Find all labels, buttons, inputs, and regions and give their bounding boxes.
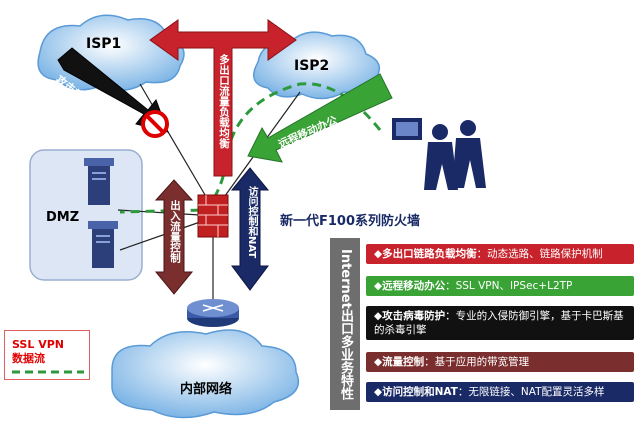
access-control-label: 访问控制和NAT <box>246 186 257 259</box>
feature-body: ：无限链接、NAT配置灵活多样 <box>457 386 605 398</box>
feature-head: 流量控制 <box>382 356 425 368</box>
internal-network-cloud <box>111 329 300 419</box>
server-icon <box>84 158 114 205</box>
feature-body: ：动态选路、链路保护机制 <box>476 248 603 260</box>
feature-head: 攻击病毒防护 <box>382 310 446 322</box>
panel-title-background <box>330 238 360 410</box>
legend-dash-line <box>12 370 84 374</box>
feature-head: 远程移动办公 <box>382 280 446 292</box>
feature-row: ◆多出口链路负载均衡：动态选路、链路保护机制 <box>366 244 634 264</box>
firewall-icon <box>197 194 229 238</box>
access-control-arrow <box>230 167 270 291</box>
feature-row: ◆访问控制和NAT：无限链接、NAT配置灵活多样 <box>366 382 634 402</box>
feature-body: ：基于应用的带宽管理 <box>424 356 530 368</box>
feature-body: ：SSL VPN、IPSec+L2TP <box>445 280 573 292</box>
traffic-control-arrow <box>154 179 194 295</box>
feature-head: 访问控制和NAT <box>382 386 458 398</box>
isp2-label: ISP2 <box>294 58 330 74</box>
load-balance-arrow <box>149 19 297 177</box>
users-icon <box>392 118 486 190</box>
dmz-label: DMZ <box>46 210 80 225</box>
feature-row: ◆远程移动办公：SSL VPN、IPSec+L2TP <box>366 276 634 296</box>
firewall-label: 新一代F100系列防火墙 <box>280 214 421 229</box>
server-icon <box>88 221 118 268</box>
feature-row: ◆攻击病毒防护：专业的入侵防御引擎，基于卡巴斯基的杀毒引擎 <box>366 306 634 340</box>
feature-row: ◆流量控制：基于应用的带宽管理 <box>366 352 634 372</box>
remote-office-arrow <box>247 73 393 163</box>
attack-arrow <box>57 47 169 138</box>
feature-body: ：专业的入侵防御引擎，基于卡巴斯基的杀毒引擎 <box>374 310 624 336</box>
router-icon <box>187 299 239 327</box>
feature-head: 多出口链路负载均衡 <box>382 248 477 260</box>
panel-title: Internet出口多业务特性 <box>338 248 353 400</box>
internal-network-label: 内部网络 <box>180 382 233 397</box>
isp1-label: ISP1 <box>86 36 122 52</box>
ssl-vpn-flow-line <box>119 82 382 214</box>
load-balance-label: 多出口流量负载均衡 <box>218 54 230 149</box>
traffic-control-label: 出入流量控制 <box>169 200 181 263</box>
legend-text: SSL VPN 数据流 <box>12 338 64 365</box>
